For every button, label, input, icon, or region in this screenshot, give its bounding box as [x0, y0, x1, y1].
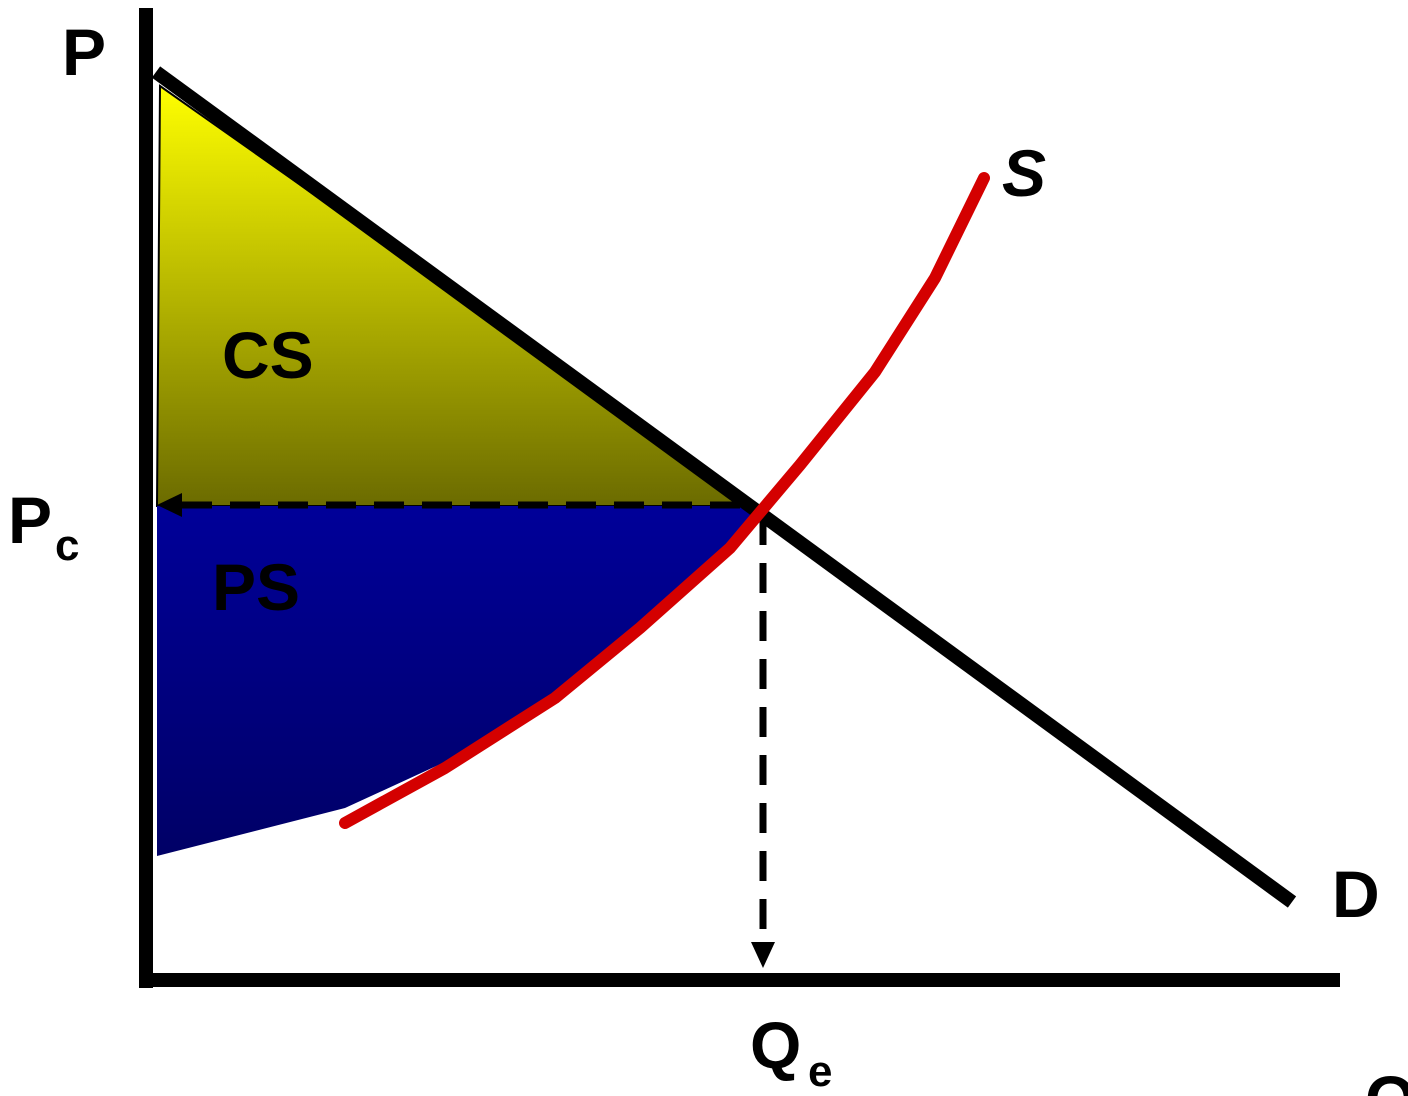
equilibrium-price-subscript: c	[55, 521, 79, 570]
equilibrium-price-label: P	[8, 483, 52, 557]
quantity-axis-label: Q	[1365, 1062, 1408, 1096]
equilibrium-quantity-subscript: e	[808, 1047, 832, 1096]
price-guide-arrowhead	[157, 493, 182, 517]
price-axis-label: P	[62, 15, 106, 89]
demand-curve	[151, 66, 1297, 908]
supply-label: S	[1002, 136, 1046, 210]
equilibrium-quantity-label: Q	[750, 1008, 801, 1082]
consumer-surplus-label: CS	[222, 318, 314, 392]
producer-surplus-label: PS	[212, 550, 300, 624]
demand-label: D	[1332, 857, 1380, 931]
producer-surplus-area	[157, 506, 756, 856]
supply-curve	[339, 172, 990, 829]
quantity-guide-arrowhead	[751, 942, 775, 968]
